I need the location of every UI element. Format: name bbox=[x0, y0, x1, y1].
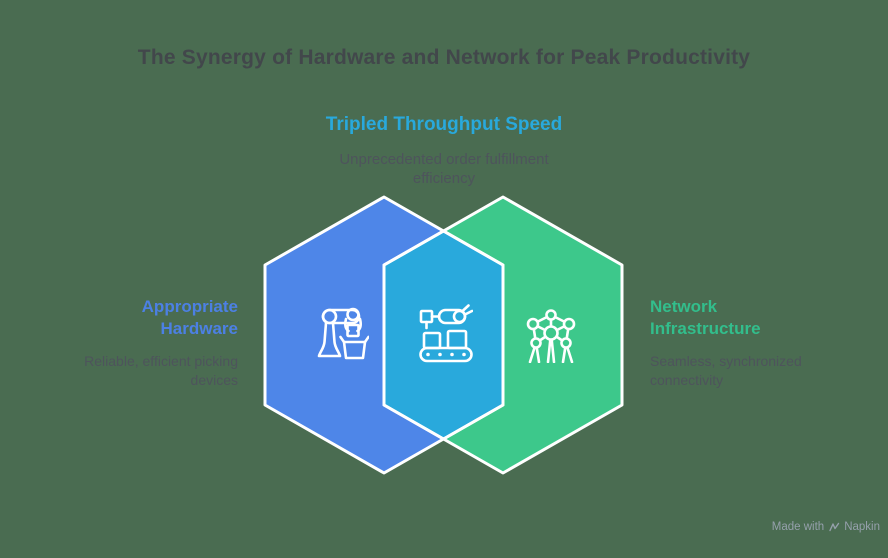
page-title: The Synergy of Hardware and Network for … bbox=[137, 46, 751, 69]
atomium-nodes bbox=[526, 309, 576, 349]
right-subtitle: Seamless, synchronized connectivity bbox=[650, 353, 802, 388]
hexagon-overlap-outline bbox=[382, 229, 505, 441]
watermark-prefix: Made with bbox=[771, 521, 825, 533]
left-heading: Appropriate Hardware bbox=[141, 297, 238, 338]
conveyor-rollers bbox=[426, 352, 466, 357]
watermark-brand: Napkin bbox=[844, 521, 880, 533]
left-subtitle: Reliable, efficient picking devices bbox=[84, 353, 238, 388]
hexagon-overlap bbox=[384, 231, 503, 439]
atomium-network-icon bbox=[526, 309, 576, 363]
napkin-watermark[interactable]: Made with Napkin bbox=[772, 521, 880, 533]
right-heading: Network Infrastructure bbox=[650, 297, 761, 338]
conveyor-robot-icon bbox=[419, 304, 473, 363]
napkin-logo-icon bbox=[829, 522, 840, 532]
overlap-heading: Tripled Throughput Speed bbox=[325, 114, 563, 135]
robot-pick-arm-icon bbox=[317, 307, 369, 360]
overlap-subtitle: Unprecedented order fulfillment efficien… bbox=[339, 151, 549, 187]
